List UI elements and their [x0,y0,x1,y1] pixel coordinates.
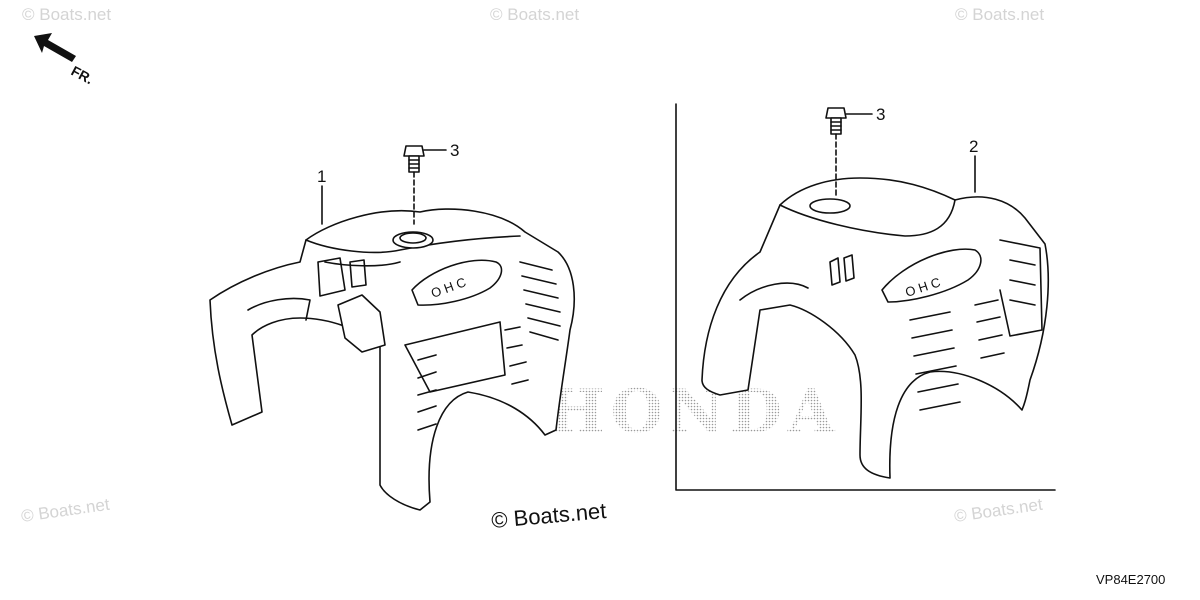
drawing-code: VP84E2700 [1096,572,1165,587]
cover-1-bolt-hole [392,231,434,249]
cover-2-body [701,177,1050,479]
cover-1-clip [337,294,386,353]
cover-2-ohc-emblem [881,248,982,303]
watermark-top-center: © Boats.net [490,5,579,24]
watermark-top-left: © Boats.net [22,5,111,24]
arrow-icon [34,33,76,62]
watermark-bottom-left: © Boats.net [20,495,111,526]
callout-part-1: 1 [317,167,326,186]
cover-2-bolt-hole [809,198,851,214]
watermark-top-right: © Boats.net [955,5,1044,24]
callout-bolt-right: 3 [876,105,885,124]
front-direction-arrow: FR. [34,33,96,87]
cover-1-body [209,208,575,511]
bolt-part-3-right [825,107,873,197]
front-label: FR. [69,63,96,88]
variant-frame [675,103,1056,491]
watermark-bottom-right: © Boats.net [953,495,1044,526]
callout-bolt-left: 3 [450,141,459,160]
watermark-center: © Boats.net [490,498,607,533]
bolt-part-3-left [403,145,447,225]
cover-1-ohc-emblem [411,259,503,306]
engine-cover-part-1: O H C [209,208,575,511]
callout-part-2: 2 [969,137,978,156]
engine-cover-part-2: O H C [701,177,1050,479]
honda-background-logo: HONDA [548,377,840,447]
